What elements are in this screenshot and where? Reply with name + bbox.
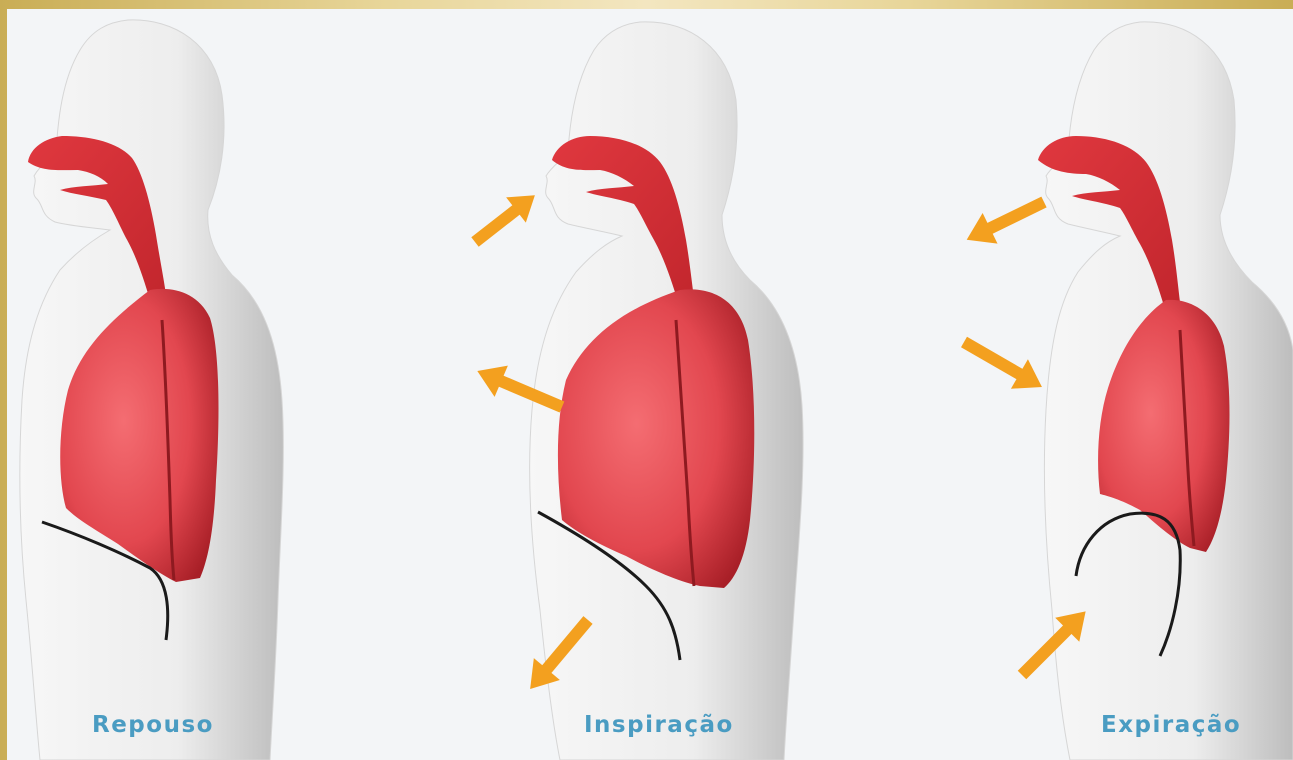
figure-inspiration <box>465 22 803 760</box>
arrow-icon <box>956 327 1051 401</box>
label-expiration: Expiração <box>1101 712 1241 738</box>
label-rest: Repouso <box>92 712 214 738</box>
label-inspiration: Inspiração <box>584 712 734 738</box>
arrow-icon <box>465 183 545 255</box>
figure-expiration <box>956 22 1293 760</box>
figure-rest <box>20 20 283 760</box>
arrow-icon <box>959 187 1051 255</box>
